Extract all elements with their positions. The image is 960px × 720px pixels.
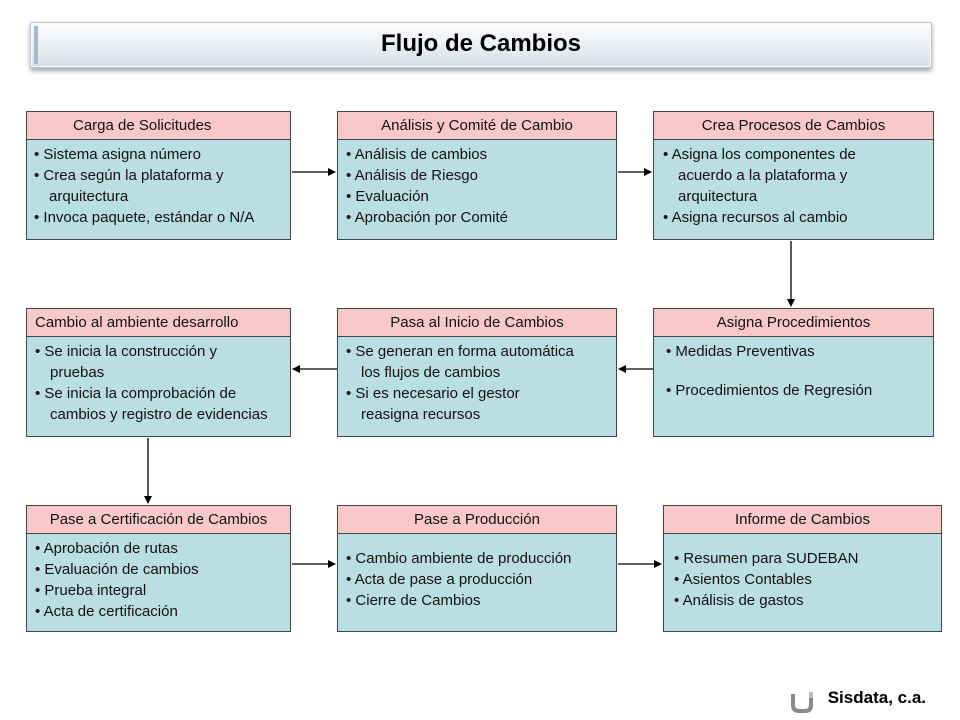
box-carga-solicitudes: Carga de Solicitudes • Sistema asigna nú… (26, 111, 291, 240)
box-header: Análisis y Comité de Cambio (337, 111, 617, 140)
box-pase-certificacion: Pase a Certificación de Cambios • Aproba… (26, 505, 291, 632)
box-line: cambios y registro de evidencias (50, 406, 268, 423)
box-header: Asigna Procedimientos (653, 308, 934, 337)
box-line: arquitectura (49, 188, 129, 205)
box-line: • Procedimientos de Regresión (666, 382, 873, 399)
box-line: • Crea según la plataforma y (34, 167, 224, 184)
box-line: • Análisis de gastos (674, 592, 804, 609)
box-line: • Prueba integral (35, 582, 147, 599)
page-title: Flujo de Cambios (380, 30, 581, 57)
box-line: pruebas (50, 364, 105, 381)
box-body: • Asigna los componentes de acuerdo a la… (653, 140, 934, 240)
box-line: • Cierre de Cambios (346, 592, 481, 609)
box-header: Pase a Producción (337, 505, 617, 534)
box-line: • Acta de pase a producción (346, 571, 533, 588)
box-line: • Resumen para SUDEBAN (674, 550, 859, 567)
box-asigna-procedimientos: Asigna Procedimientos • Medidas Preventi… (653, 308, 934, 437)
box-cambio-ambiente-desarrollo: Cambio al ambiente desarrollo • Se inici… (26, 308, 291, 437)
box-line: • Asigna recursos al cambio (663, 209, 848, 226)
box-line: • Medidas Preventivas (666, 343, 815, 360)
sisdata-logo-icon (791, 692, 813, 713)
box-line: los flujos de cambios (361, 364, 501, 381)
box-line: • Análisis de Riesgo (346, 167, 478, 184)
box-line: • Se inicia la construcción y (35, 343, 217, 360)
box-header: Informe de Cambios (663, 505, 942, 534)
box-line: • Se inicia la comprobación de (35, 385, 237, 402)
box-line: • Evaluación de cambios (35, 561, 199, 578)
box-line: • Aprobación por Comité (346, 209, 509, 226)
box-body: • Aprobación de rutas • Evaluación de ca… (26, 534, 291, 632)
box-line: • Evaluación (346, 188, 429, 205)
box-pase-produccion: Pase a Producción • Cambio ambiente de p… (337, 505, 617, 632)
box-body: • Análisis de cambios • Análisis de Ries… (337, 140, 617, 240)
box-line: • Invoca paquete, estándar o N/A (34, 209, 255, 226)
box-body: • Sistema asigna número • Crea según la … (26, 140, 291, 240)
title-banner: Flujo de Cambios (30, 22, 932, 68)
box-header: Carga de Solicitudes (26, 111, 291, 140)
box-analisis-comite: Análisis y Comité de Cambio • Análisis d… (337, 111, 617, 240)
box-line: • Asigna los componentes de (663, 146, 856, 163)
box-line: acuerdo a la plataforma y (678, 167, 848, 184)
box-body: • Resumen para SUDEBAN • Asientos Contab… (663, 534, 942, 632)
box-header: Crea Procesos de Cambios (653, 111, 934, 140)
box-line: • Acta de certificación (35, 603, 178, 620)
box-line: • Se generan en forma automática (346, 343, 574, 360)
box-body: • Se inicia la construcción y pruebas • … (26, 337, 291, 437)
box-pasa-inicio-cambios: Pasa al Inicio de Cambios • Se generan e… (337, 308, 617, 437)
box-body: • Cambio ambiente de producción • Acta d… (337, 534, 617, 632)
box-line: reasigna recursos (361, 406, 481, 423)
box-crea-procesos: Crea Procesos de Cambios • Asigna los co… (653, 111, 934, 240)
box-line: • Si es necesario el gestor (346, 385, 520, 402)
box-informe-cambios: Informe de Cambios • Resumen para SUDEBA… (663, 505, 942, 632)
box-line: arquitectura (678, 188, 758, 205)
box-body: • Se generan en forma automática los flu… (337, 337, 617, 437)
box-line: • Aprobación de rutas (35, 540, 178, 557)
box-line: • Cambio ambiente de producción (346, 550, 572, 567)
box-line: • Análisis de cambios (346, 146, 488, 163)
company-name: Sisdata, c.a. (827, 688, 926, 707)
box-header: Pase a Certificación de Cambios (26, 505, 291, 534)
box-body: • Medidas Preventivas • Procedimientos d… (653, 337, 934, 437)
box-header: Pasa al Inicio de Cambios (337, 308, 617, 337)
box-header: Cambio al ambiente desarrollo (26, 308, 291, 337)
box-line: • Sistema asigna número (34, 146, 201, 163)
box-line: • Asientos Contables (674, 571, 812, 588)
